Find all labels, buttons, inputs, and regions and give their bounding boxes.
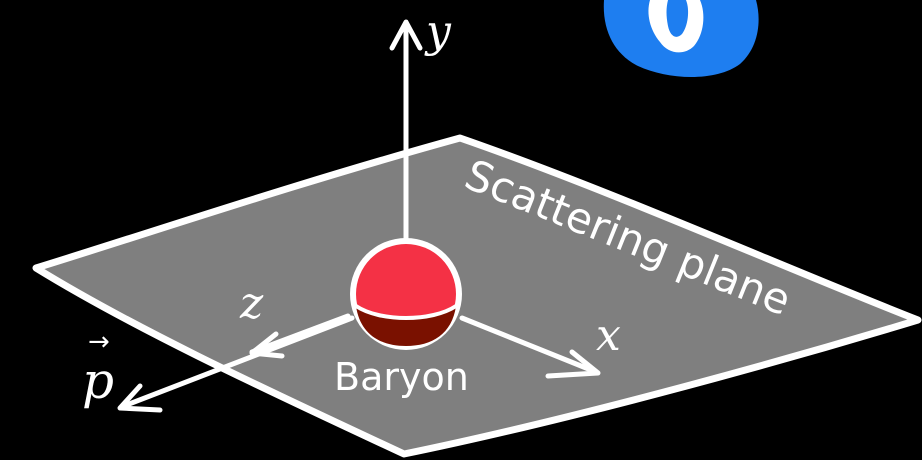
momentum-vector: [117, 315, 355, 413]
momentum-arrowhead: [117, 383, 163, 413]
baryon-label: Baryon: [334, 355, 469, 399]
baryon-sphere: [350, 238, 462, 350]
scattering-plane: [32, 134, 922, 458]
x-axis-label: x: [596, 310, 621, 361]
x-axis: [459, 315, 601, 379]
z-axis-label: z: [239, 278, 264, 329]
y-axis-label: y: [424, 6, 452, 57]
momentum-label: p: [82, 352, 114, 410]
y-axis: [389, 19, 423, 249]
z-axis-arrowhead: [249, 331, 285, 359]
momentum-arrow-symbol: →: [88, 327, 110, 357]
x-axis-arrowhead: [545, 349, 601, 379]
y-axis-arrowhead: [389, 19, 423, 51]
blue-blob: [603, 0, 759, 77]
z-axis: [249, 313, 351, 359]
